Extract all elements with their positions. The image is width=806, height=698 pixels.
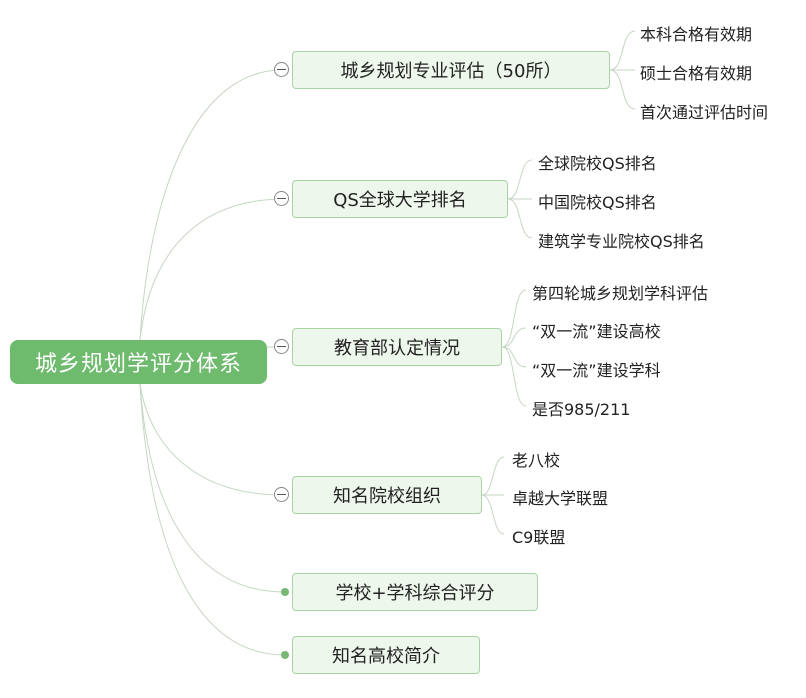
root-topic[interactable]: 城乡规划学评分体系 xyxy=(10,340,267,384)
subtopic[interactable]: 第四轮城乡规划学科评估 xyxy=(532,284,709,303)
collapse-toggle-icon[interactable] xyxy=(274,339,289,354)
subtopic[interactable]: 建筑学专业院校QS排名 xyxy=(538,232,705,251)
topic-university-intro[interactable]: 知名高校简介 xyxy=(292,636,480,674)
subtopic[interactable]: 首次通过评估时间 xyxy=(640,103,769,122)
topic-label: 知名院校组织 xyxy=(333,486,441,507)
subtopic[interactable]: “双一流”建设高校 xyxy=(532,322,661,341)
subtopic[interactable]: 本科合格有效期 xyxy=(640,25,753,44)
leaf-dot-icon xyxy=(281,588,289,596)
topic-ministry-recognition[interactable]: 教育部认定情况 xyxy=(292,328,502,366)
collapse-toggle-icon[interactable] xyxy=(274,487,289,502)
subtopic[interactable]: 中国院校QS排名 xyxy=(538,193,657,212)
subtopic[interactable]: 老八校 xyxy=(512,451,561,470)
leaf-dot-icon xyxy=(281,651,289,659)
subtopic[interactable]: “双一流”建设学科 xyxy=(532,361,661,380)
subtopic[interactable]: 是否985/211 xyxy=(532,400,631,419)
topic-label: QS全球大学排名 xyxy=(333,190,467,211)
collapse-toggle-icon[interactable] xyxy=(274,191,289,206)
subtopic[interactable]: 卓越大学联盟 xyxy=(512,489,609,508)
topic-program-evaluation[interactable]: 城乡规划专业评估（50所） xyxy=(292,51,610,89)
subtopic[interactable]: 硕士合格有效期 xyxy=(640,64,753,83)
topic-qs-ranking[interactable]: QS全球大学排名 xyxy=(292,180,508,218)
collapse-toggle-icon[interactable] xyxy=(274,62,289,77)
subtopic[interactable]: C9联盟 xyxy=(512,528,566,547)
subtopic[interactable]: 全球院校QS排名 xyxy=(538,154,657,173)
topic-label: 教育部认定情况 xyxy=(334,338,460,359)
topic-university-alliances[interactable]: 知名院校组织 xyxy=(292,476,482,514)
topic-composite-score[interactable]: 学校+学科综合评分 xyxy=(292,573,538,611)
topic-label: 知名高校简介 xyxy=(332,646,440,667)
topic-label: 学校+学科综合评分 xyxy=(335,583,495,604)
root-topic-label: 城乡规划学评分体系 xyxy=(34,352,242,377)
topic-label: 城乡规划专业评估（50所） xyxy=(340,61,562,82)
